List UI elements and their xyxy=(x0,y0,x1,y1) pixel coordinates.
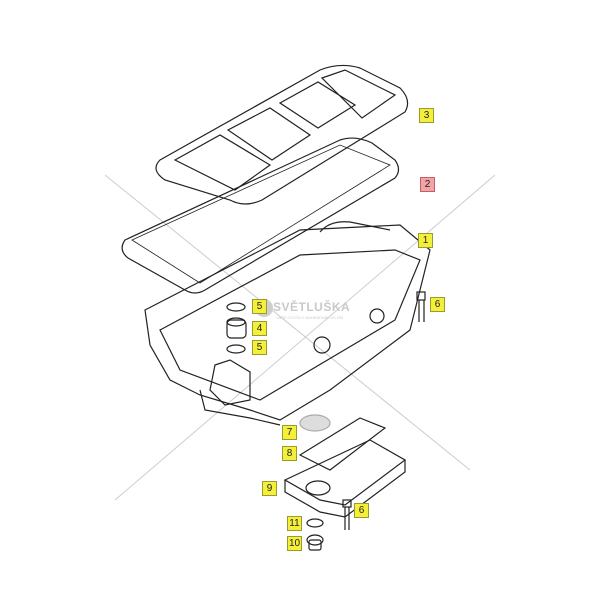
part-label-4[interactable]: 4 xyxy=(252,321,267,336)
watermark-brand: SVĚTLUŠKA xyxy=(273,300,351,314)
part-label-8[interactable]: 8 xyxy=(282,446,297,461)
seal xyxy=(121,137,400,294)
oil-pan xyxy=(144,221,431,426)
bolt-upper xyxy=(416,291,426,322)
part-label-7[interactable]: 7 xyxy=(282,425,297,440)
part-label-11[interactable]: 11 xyxy=(287,516,302,531)
part-label-1[interactable]: 1 xyxy=(418,233,433,248)
o-ring xyxy=(226,344,246,354)
part-label-3[interactable]: 3 xyxy=(419,108,434,123)
sleeve xyxy=(226,319,247,339)
part-label-6[interactable]: 6 xyxy=(430,297,445,312)
part-label-6[interactable]: 6 xyxy=(354,503,369,518)
washer xyxy=(306,518,324,528)
gasket-lower xyxy=(298,417,387,471)
part-label-2[interactable]: 2 xyxy=(420,177,435,192)
cover xyxy=(283,439,407,518)
part-label-9[interactable]: 9 xyxy=(262,481,277,496)
part-label-5[interactable]: 5 xyxy=(252,299,267,314)
drain-plug xyxy=(306,534,324,551)
strainer xyxy=(299,414,331,432)
bolt-lower xyxy=(342,499,352,530)
o-ring xyxy=(226,302,246,312)
gasket-upper xyxy=(155,64,409,205)
part-label-5[interactable]: 5 xyxy=(252,340,267,355)
watermark-tagline: VAŠE CESTA K NÁHRADNÍM DÍLŮM xyxy=(276,315,343,320)
part-label-10[interactable]: 10 xyxy=(287,536,302,551)
